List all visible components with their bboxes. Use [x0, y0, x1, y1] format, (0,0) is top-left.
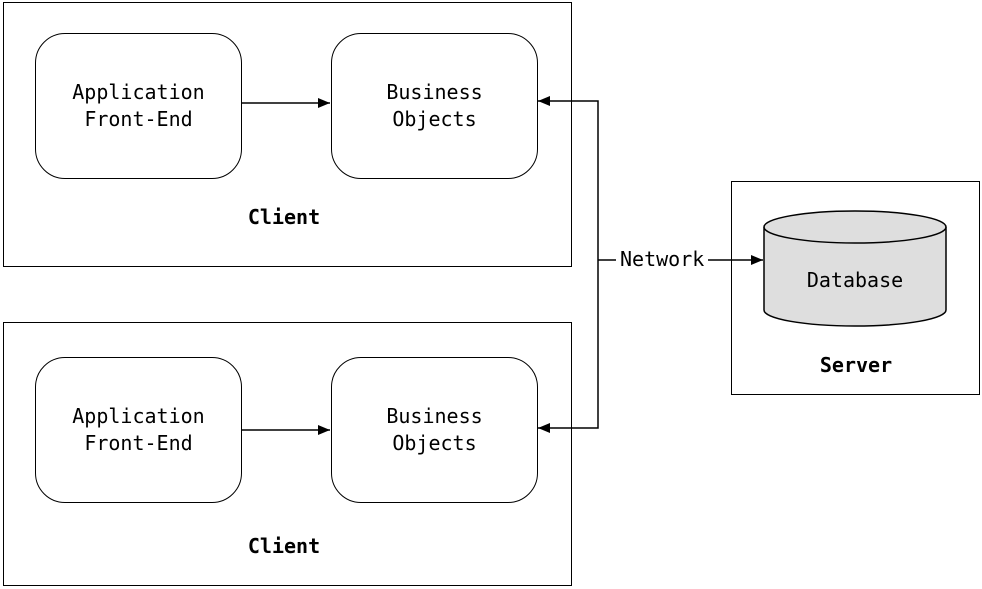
client-bottom-label: Client	[247, 534, 321, 558]
node-label-line1: Application	[72, 80, 205, 104]
client-top-label: Client	[247, 205, 321, 229]
network-link-top	[538, 96, 599, 260]
node-label-line2: Front-End	[84, 107, 193, 131]
network-link-bottom	[538, 260, 599, 433]
database-label: Database	[806, 268, 904, 292]
node-label-line2: Objects	[392, 431, 477, 455]
client-bottom-frontend-node: Application Front-End	[35, 357, 242, 503]
node-label-line2: Objects	[392, 107, 477, 131]
client-top-business-node: Business Objects	[331, 33, 538, 179]
client-top-frontend-node: Application Front-End	[35, 33, 242, 179]
database-cylinder	[763, 210, 947, 327]
client-bottom-business-node: Business Objects	[331, 357, 538, 503]
node-label-line1: Business	[386, 404, 483, 428]
client-top-frame	[3, 2, 572, 267]
server-label: Server	[819, 353, 893, 377]
node-label-line1: Application	[72, 404, 205, 428]
node-label-line1: Business	[386, 80, 483, 104]
client-bottom-frame	[3, 322, 572, 586]
node-label-line2: Front-End	[84, 431, 193, 455]
network-label: Network	[618, 247, 707, 271]
server-frame	[731, 181, 980, 395]
